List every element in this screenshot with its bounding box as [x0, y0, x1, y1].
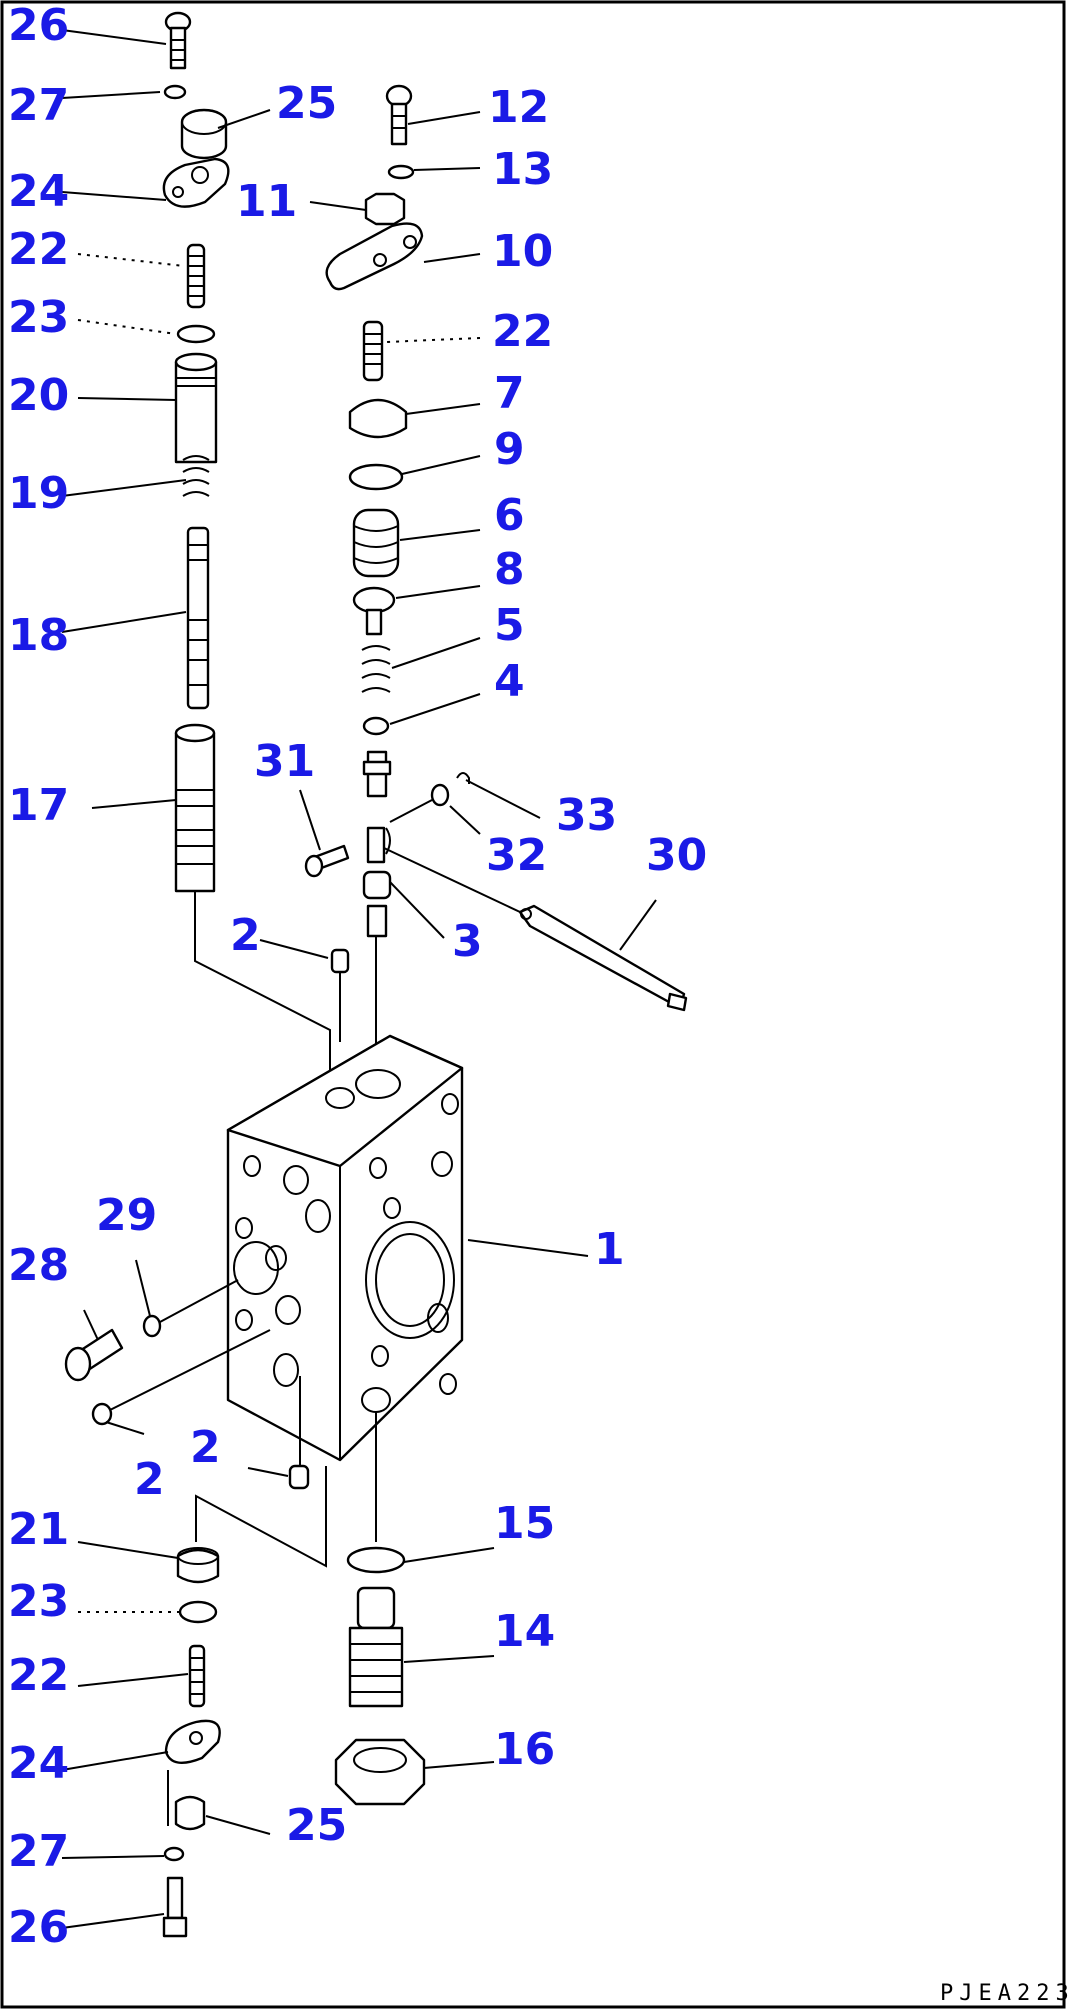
- part-31-screw: [304, 844, 350, 878]
- part-23-oring-top: [176, 324, 216, 344]
- part-32-clip: [430, 783, 450, 807]
- part-25-cap-bottom: [167, 1770, 206, 1831]
- part-26-bolt-top: [164, 11, 192, 70]
- callout-25-top: 25: [276, 78, 337, 129]
- callout-10: 10: [492, 226, 553, 277]
- callout-18: 18: [8, 610, 69, 661]
- callout-1: 1: [594, 1224, 625, 1275]
- line-clip-guide: [389, 799, 433, 823]
- callout-6: 6: [494, 490, 525, 541]
- part-27-washer-top: [163, 84, 187, 100]
- part-13-washer: [387, 164, 415, 180]
- callout-5: 5: [494, 600, 525, 651]
- part-12-bolt: [385, 84, 413, 146]
- part-3-spring: [362, 870, 392, 938]
- part-lever-link: [366, 826, 391, 864]
- part-6-spring: [352, 508, 400, 578]
- part-plunger: [362, 750, 392, 798]
- callout-labels: 26 27 25 24 22 23 20 19 18 17 12 13 11 1…: [8, 0, 707, 1953]
- line-17-to-block: [194, 891, 331, 1090]
- part-2-plug-upper: [330, 948, 350, 1042]
- callout-8: 8: [494, 544, 525, 595]
- callout-27-bottom: 27: [8, 1826, 69, 1877]
- callout-11: 11: [236, 176, 297, 227]
- callout-26-bottom: 26: [8, 1902, 69, 1953]
- part-10-flange: [325, 222, 424, 291]
- part-28-plug: [64, 1328, 124, 1382]
- callout-24-top: 24: [8, 166, 69, 217]
- part-22-spring-left: [186, 243, 206, 309]
- callout-4: 4: [494, 656, 525, 707]
- callout-33: 33: [556, 790, 617, 841]
- part-14-plug: [348, 1586, 404, 1708]
- callout-22-bottom: 22: [8, 1650, 69, 1701]
- part-21-nut: [176, 1547, 220, 1584]
- part-22-spring-right: [362, 320, 384, 382]
- callout-13: 13: [492, 144, 553, 195]
- part-20-sleeve: [174, 352, 218, 464]
- part-15-oring: [346, 1546, 406, 1574]
- callout-31: 31: [254, 736, 315, 787]
- part-18-spool: [186, 526, 210, 710]
- callout-15: 15: [494, 1498, 555, 1549]
- part-19-spring: [182, 455, 210, 497]
- callout-22-right: 22: [492, 306, 553, 357]
- callout-25-bottom: 25: [286, 1800, 347, 1851]
- part-24-flange-top: [162, 157, 230, 208]
- callout-2-upper: 2: [230, 910, 261, 961]
- part-8-seat: [352, 586, 396, 636]
- drawing-code: PJEA223: [940, 1981, 1075, 2006]
- part-5-spring: [361, 645, 391, 693]
- drawing-frame: [0, 0, 1066, 2009]
- callout-16: 16: [494, 1724, 555, 1775]
- part-24-flange-bottom: [164, 1719, 221, 1764]
- callout-3: 3: [452, 916, 483, 967]
- part-29-oring: [142, 1314, 162, 1338]
- callout-7: 7: [494, 368, 525, 419]
- part-26-bolt-bottom: [162, 1876, 188, 1938]
- part-2-plug-left: [91, 1402, 113, 1426]
- part-23-oring-bottom: [178, 1600, 218, 1624]
- part-27-washer-bottom: [163, 1846, 185, 1862]
- part-25-cap-top: [180, 108, 228, 160]
- part-11-nut: [364, 192, 406, 226]
- part-9-oring: [348, 463, 404, 491]
- callout-20: 20: [8, 370, 69, 421]
- callout-23-top: 23: [8, 292, 69, 343]
- callout-19: 19: [8, 468, 69, 519]
- callout-28: 28: [8, 1240, 69, 1291]
- callout-14: 14: [494, 1606, 555, 1657]
- line-29-to-block: [159, 1279, 239, 1323]
- part-2-plug-mid: [288, 1464, 310, 1490]
- callout-24-bottom: 24: [8, 1738, 69, 1789]
- callout-27-top: 27: [8, 80, 69, 131]
- callout-21: 21: [8, 1504, 69, 1555]
- part-33-pin: [456, 772, 470, 784]
- line-block-to-21: [195, 1466, 327, 1568]
- part-4-washer: [362, 716, 390, 736]
- callout-2-mid: 2: [190, 1422, 221, 1473]
- part-17-housing: [174, 723, 216, 893]
- callout-23-bottom: 23: [8, 1576, 69, 1627]
- callout-17: 17: [8, 780, 69, 831]
- callout-2-left: 2: [134, 1454, 165, 1505]
- line-lever-guide: [383, 847, 521, 913]
- callout-32: 32: [486, 830, 547, 881]
- line-2-left-to-block: [109, 1329, 271, 1411]
- part-30-lever: [518, 904, 688, 1012]
- part-16-nut: [334, 1738, 426, 1806]
- callout-29: 29: [96, 1190, 157, 1241]
- part-7-cap: [348, 398, 408, 439]
- part-22-spring-bottom: [188, 1644, 206, 1708]
- callout-30: 30: [646, 830, 707, 881]
- part-1-valve-body: [226, 1034, 464, 1462]
- callout-9: 9: [494, 424, 525, 475]
- callout-22-left: 22: [8, 224, 69, 275]
- leader-lines: [61, 29, 657, 1929]
- callout-26-top: 26: [8, 0, 69, 51]
- callout-12: 12: [488, 82, 549, 133]
